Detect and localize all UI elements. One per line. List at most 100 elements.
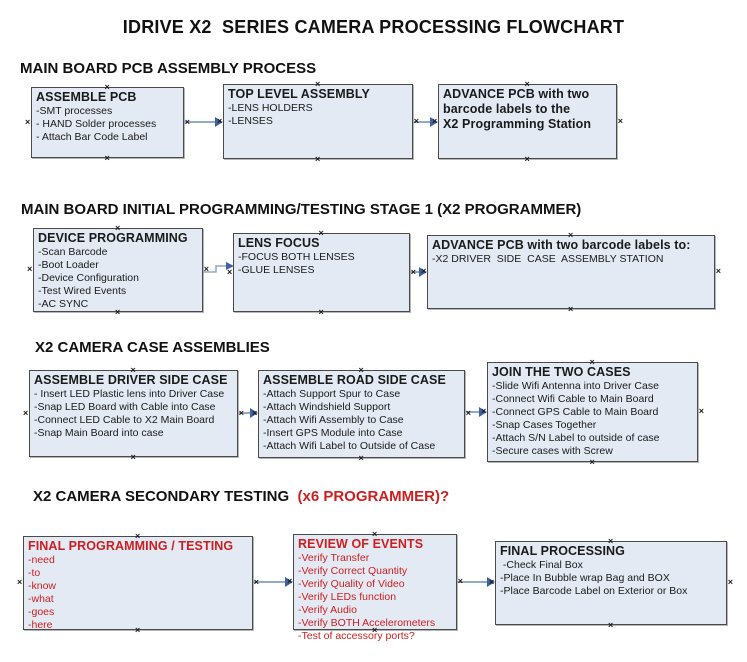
box-line: -FOCUS BOTH LENSES — [238, 251, 355, 263]
box-lines: -Scan Barcode-Boot Loader-Device Configu… — [38, 246, 199, 311]
section-heading-text: MAIN BOARD PCB ASSEMBLY PROCESS — [20, 60, 317, 77]
box-line: -SMT processes — [36, 105, 113, 117]
flow-arrow-road-case-to-join-cases — [465, 407, 487, 417]
box-title: DEVICE PROGRAMMING — [38, 231, 188, 245]
section-heading-pcb-assembly: MAIN BOARD PCB ASSEMBLY PROCESS — [20, 60, 316, 77]
flow-box-final-processing: ×××× FINAL PROCESSING -Check Final Box-P… — [489, 537, 733, 630]
connection-anchor-icon: × — [698, 406, 704, 416]
flow-box-assemble-pcb: ×××× ASSEMBLE PCB -SMT processes- HAND S… — [25, 83, 190, 163]
connection-anchor-icon: × — [589, 457, 595, 467]
flow-box-review-of-events: ×××× REVIEW OF EVENTS -Verify Transfer-V… — [287, 530, 463, 643]
connection-anchor-icon: × — [25, 116, 31, 127]
connection-anchor-icon: × — [727, 577, 733, 587]
section-heading-suffix: (x6 PROGRAMMER)? — [293, 488, 450, 505]
connection-anchor-icon: × — [27, 264, 33, 274]
box-line: -GLUE LENSES — [238, 264, 315, 276]
box-line: -Connect LED Cable to X2 Main Board — [34, 414, 215, 426]
connection-anchor-icon: × — [130, 452, 136, 462]
box-line: - Insert LED Plastic lens into Driver Ca… — [34, 388, 225, 400]
flow-arrow-device-programming-to-lens-focus — [203, 262, 234, 273]
connection-anchor-icon: × — [318, 307, 324, 317]
connection-anchor-icon: × — [524, 154, 530, 164]
arrow-line — [457, 581, 489, 583]
box-line: -Place In Bubble wrap Bag and BOX — [500, 572, 670, 584]
arrow-line — [203, 265, 226, 273]
arrow-line — [238, 412, 252, 414]
box-title: ADVANCE PCB with two barcode labels to t… — [443, 87, 592, 131]
connection-anchor-icon: × — [608, 620, 614, 630]
arrowhead-icon — [479, 407, 487, 417]
box-line: -Check Final Box — [500, 559, 583, 571]
box-title: TOP LEVEL ASSEMBLY — [228, 87, 370, 101]
box-title: ASSEMBLE PCB — [36, 90, 137, 104]
flow-box-assemble-driver-side-case: ×××× ASSEMBLE DRIVER SIDE CASE - Insert … — [23, 366, 244, 462]
box-lines: -SMT processes- HAND Solder processes- A… — [36, 105, 180, 144]
box-title: REVIEW OF EVENTS — [298, 537, 424, 551]
connection-anchor-icon: × — [23, 407, 29, 418]
section-heading-text: MAIN BOARD INITIAL PROGRAMMING/TESTING S… — [21, 201, 582, 218]
box-line: -Verify LEDs function — [298, 591, 397, 603]
box-line: -LENS HOLDERS — [228, 102, 313, 114]
flow-box-assemble-road-side-case: ×××× ASSEMBLE ROAD SIDE CASE -Attach Sup… — [252, 366, 471, 463]
box-line: -Secure cases with Screw — [492, 445, 613, 457]
section-heading-text: X2 CAMERA CASE ASSEMBLIES — [35, 339, 270, 356]
box-line: -Connect GPS Cable to Main Board — [492, 406, 659, 418]
connection-anchor-icon: × — [358, 453, 364, 463]
box-line: -Scan Barcode — [38, 246, 108, 258]
box-line: -Slide Wifi Antenna into Driver Case — [492, 380, 659, 392]
flow-arrow-assemble-pcb-to-top-level — [184, 117, 223, 127]
box-title: LENS FOCUS — [238, 236, 320, 250]
box-title: FINAL PROGRAMMING / TESTING — [28, 539, 234, 553]
box-line: -AC SYNC — [38, 298, 89, 310]
box-title: ASSEMBLE DRIVER SIDE CASE — [34, 373, 228, 387]
flow-box-join-the-two-cases: ×××× JOIN THE TWO CASES -Slide Wifi Ante… — [481, 358, 704, 467]
flow-box-device-programming: ×××× DEVICE PROGRAMMING -Scan Barcode-Bo… — [27, 224, 209, 317]
flow-box-advance-to-programming-station: ×××× ADVANCE PCB with two barcode labels… — [432, 80, 623, 164]
box-line: -Snap Cases Together — [492, 419, 597, 431]
box-line: -Connect Wifi Cable to Main Board — [492, 393, 654, 405]
box-line: -need — [28, 554, 55, 566]
box-lines: -Check Final Box-Place In Bubble wrap Ba… — [500, 559, 723, 598]
box-line: - HAND Solder processes — [36, 118, 157, 130]
arrow-line — [410, 271, 421, 273]
arrow-line — [253, 581, 287, 583]
section-heading-text: X2 CAMERA SECONDARY TESTING — [33, 488, 294, 505]
box-line: -know — [28, 580, 57, 592]
flow-arrow-review-to-final-processing — [457, 577, 495, 587]
section-heading-case-assemblies: X2 CAMERA CASE ASSEMBLIES — [35, 339, 270, 356]
arrowhead-icon — [419, 267, 427, 277]
flow-box-advance-to-driver-side-station: ×××× ADVANCE PCB with two barcode labels… — [421, 231, 721, 314]
flow-arrow-top-level-to-advance-pcb — [413, 117, 438, 127]
box-line: -goes — [28, 606, 55, 618]
page-title: IDRIVE X2 SERIES CAMERA PROCESSING FLOWC… — [122, 17, 625, 37]
box-line: -Insert GPS Module into Case — [263, 427, 403, 439]
box-title: JOIN THE TWO CASES — [492, 365, 631, 379]
flow-arrow-lens-focus-to-advance-pcb — [410, 267, 427, 277]
box-line: -Attach S/N Label to outside of case — [492, 432, 660, 444]
box-line: -Test of accessory ports? — [298, 630, 415, 642]
box-line: -Verify BOTH Accelerometers — [298, 617, 436, 629]
box-line: -Boot Loader — [38, 259, 99, 271]
box-line: -Verify Transfer — [298, 552, 370, 564]
arrow-line — [413, 121, 432, 123]
box-lines: -Verify Transfer-Verify Correct Quantity… — [298, 552, 453, 643]
box-line: -Snap Main Board into case — [34, 427, 164, 439]
box-line: -Verify Audio — [298, 604, 357, 616]
arrowhead-icon — [285, 577, 293, 587]
box-title: ADVANCE PCB with two barcode labels to: — [432, 238, 691, 252]
arrowhead-icon — [250, 408, 258, 418]
section-heading-initial-programming: MAIN BOARD INITIAL PROGRAMMING/TESTING S… — [21, 201, 581, 218]
flow-box-lens-focus: ×××× LENS FOCUS -FOCUS BOTH LENSES-GLUE … — [227, 229, 416, 317]
arrowhead-icon — [487, 577, 495, 587]
box-line: -Attach Support Spur to Case — [263, 388, 401, 400]
flow-arrow-driver-case-to-road-case — [238, 408, 258, 418]
connection-anchor-icon: × — [617, 115, 623, 126]
connection-anchor-icon: × — [315, 154, 321, 164]
box-line: -Device Configuration — [38, 272, 139, 284]
flow-arrow-final-programming-to-review — [253, 577, 293, 587]
box-lines: - Insert LED Plastic lens into Driver Ca… — [34, 388, 234, 440]
box-lines: -LENS HOLDERS-LENSES — [228, 102, 409, 128]
section-heading-secondary-testing: X2 CAMERA SECONDARY TESTING (x6 PROGRAMM… — [33, 488, 449, 505]
arrowhead-icon — [430, 117, 438, 127]
